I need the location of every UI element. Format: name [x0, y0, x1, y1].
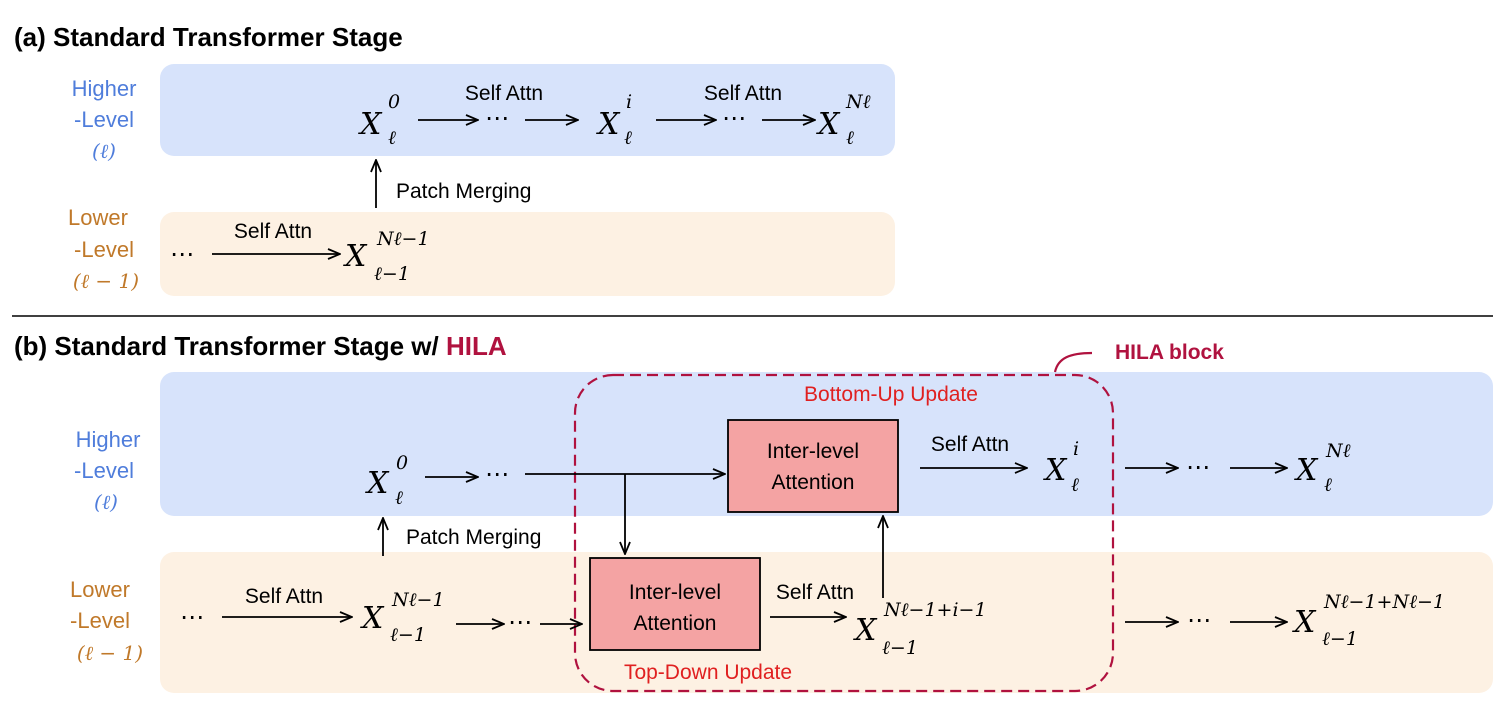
svg-text:Nℓ: Nℓ [1325, 440, 1351, 462]
node-x-l-i: X i ℓ [596, 91, 632, 149]
edge-label-self-attn: Self Attn [465, 82, 543, 105]
svg-text:Nℓ−1+i−1: Nℓ−1+i−1 [883, 599, 987, 621]
svg-text:X: X [853, 613, 878, 648]
panel-a: (a) Standard Transformer Stage Higher -L… [14, 22, 895, 296]
svg-text:X: X [365, 466, 390, 501]
svg-text:X: X [360, 601, 385, 636]
panel-b: (b) Standard Transformer Stage w/ HILA H… [14, 331, 1493, 693]
node-x-lm1-end: X Nℓ−1+Nℓ−1 ℓ−1 [1292, 591, 1445, 650]
svg-text:ℓ−1: ℓ−1 [882, 637, 918, 659]
hila-block-pointer [1053, 351, 1093, 373]
edge-label-self-attn: Self Attn [776, 581, 854, 604]
bottom-up-update-label: Bottom-Up Update [804, 383, 978, 406]
ellipsis: ⋯ [722, 104, 746, 132]
svg-text:ℓ−1: ℓ−1 [1322, 628, 1358, 650]
node-x-l-i: X i ℓ [1043, 438, 1079, 496]
ellipsis: ⋯ [508, 608, 532, 636]
svg-text:Attention: Attention [634, 612, 717, 635]
higher-level-label: Higher [76, 427, 141, 452]
svg-text:X: X [358, 107, 383, 142]
ellipsis: ⋯ [485, 104, 509, 132]
svg-text:0: 0 [396, 452, 408, 474]
edge-label-self-attn: Self Attn [234, 220, 312, 243]
ellipsis: ⋯ [180, 603, 204, 631]
svg-text:Inter-level: Inter-level [767, 440, 859, 463]
lower-level-band [160, 552, 1493, 693]
svg-text:Nℓ−1: Nℓ−1 [376, 228, 430, 250]
higher-level-band [160, 64, 895, 156]
hila-highlight: HILA [446, 331, 507, 361]
svg-text:ℓ: ℓ [395, 487, 403, 509]
higher-level-index: (ℓ) [92, 139, 116, 163]
svg-text:Nℓ: Nℓ [845, 91, 871, 113]
inter-level-attention-top: Inter-level Attention [727, 419, 899, 513]
node-x-l-0: X 0 ℓ [365, 452, 408, 509]
svg-text:ℓ: ℓ [846, 127, 854, 149]
svg-text:Attention: Attention [772, 471, 855, 494]
svg-text:X: X [596, 107, 621, 142]
higher-level-index: (ℓ) [94, 490, 118, 514]
edge-label-self-attn: Self Attn [931, 433, 1009, 456]
hila-block-outline [573, 373, 1115, 693]
svg-text:ℓ: ℓ [1071, 474, 1079, 496]
node-x-l-n: X Nℓ ℓ [1294, 440, 1351, 496]
svg-text:ℓ−1: ℓ−1 [374, 263, 410, 285]
node-x-lm1-n-plus-i: X Nℓ−1+i−1 ℓ−1 [853, 599, 987, 659]
svg-text:ℓ: ℓ [388, 127, 396, 149]
node-x-l-n: X Nℓ ℓ [816, 91, 871, 149]
svg-text:X: X [1292, 605, 1317, 640]
svg-text:i: i [1073, 438, 1079, 460]
ellipsis: ⋯ [485, 460, 509, 488]
svg-text:X: X [1294, 453, 1319, 488]
svg-text:Inter-level: Inter-level [629, 581, 721, 604]
lower-level-label: Lower [70, 577, 130, 602]
hila-block-label: HILA block [1115, 341, 1224, 364]
svg-text:Nℓ−1+Nℓ−1: Nℓ−1+Nℓ−1 [1323, 591, 1445, 613]
node-x-l-0: X 0 ℓ [358, 91, 400, 149]
node-x-lm1-n: X Nℓ−1 ℓ−1 [343, 228, 430, 285]
svg-text:Nℓ−1: Nℓ−1 [391, 589, 445, 611]
svg-text:0: 0 [388, 91, 400, 113]
lower-level-band [160, 212, 895, 296]
svg-text:X: X [1043, 453, 1068, 488]
svg-text:ℓ: ℓ [624, 127, 632, 149]
higher-level-label: -Level [74, 107, 134, 132]
svg-text:ℓ−1: ℓ−1 [390, 624, 426, 646]
higher-level-label: -Level [74, 458, 134, 483]
lower-level-index: (ℓ − 1) [73, 269, 139, 293]
panel-a-title: (a) Standard Transformer Stage [14, 22, 403, 52]
ellipsis: ⋯ [1186, 453, 1210, 481]
lower-level-label: Lower [68, 205, 128, 230]
top-down-update-label: Top-Down Update [624, 661, 792, 684]
svg-text:i: i [626, 91, 632, 113]
ellipsis: ⋯ [170, 240, 194, 268]
edge-label-patch-merging: Patch Merging [406, 526, 541, 549]
lower-level-label: -Level [74, 237, 134, 262]
lower-level-index: (ℓ − 1) [77, 641, 143, 665]
svg-text:X: X [343, 239, 368, 274]
edge-label-patch-merging: Patch Merging [396, 180, 531, 203]
edge-label-self-attn: Self Attn [245, 585, 323, 608]
svg-text:ℓ: ℓ [1324, 474, 1332, 496]
svg-text:X: X [816, 107, 841, 142]
higher-level-label: Higher [72, 76, 137, 101]
edge-label-self-attn: Self Attn [704, 82, 782, 105]
ellipsis: ⋯ [1187, 606, 1211, 634]
node-x-lm1-n: X Nℓ−1 ℓ−1 [360, 589, 445, 646]
lower-level-label: -Level [70, 608, 130, 633]
inter-level-attention-bottom: Inter-level Attention [589, 557, 761, 651]
panel-b-title: (b) Standard Transformer Stage w/ HILA [14, 331, 507, 361]
